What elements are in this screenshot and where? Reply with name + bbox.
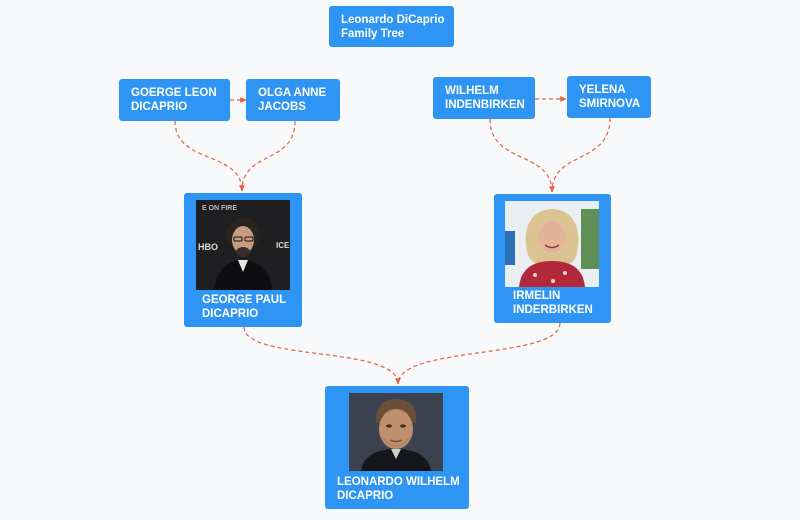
title-line-2: Family Tree xyxy=(341,28,405,40)
node-name-line-2: DICAPRIO xyxy=(131,101,188,113)
node-name-line-1: LEONARDO WILHELM xyxy=(337,476,460,488)
node-name-line-2: JACOBS xyxy=(258,101,306,113)
parent-link-wilhelm xyxy=(489,118,555,193)
svg-text:ICE: ICE xyxy=(276,241,290,250)
node-wilhelm-indenbirken[interactable]: WILHELM INDENBIRKEN xyxy=(433,77,535,119)
node-name-line-2: DICAPRIO xyxy=(337,490,394,502)
node-name-line-2: SMIRNOVA xyxy=(579,98,641,110)
leonardo-photo xyxy=(349,393,443,471)
node-name-line-1: GOERGE LEON xyxy=(131,87,217,99)
node-name-line-1: YELENA xyxy=(579,84,626,96)
svg-text:HBO: HBO xyxy=(198,242,218,252)
parent-link-irmelin xyxy=(397,322,561,385)
node-name-line-1: OLGA ANNE xyxy=(258,87,327,99)
node-name-line-1: IRMELIN xyxy=(513,290,561,302)
node-leonardo-wilhelm-dicaprio[interactable]: LEONARDO WILHELM DICAPRIO xyxy=(325,386,469,509)
parent-link-goerge xyxy=(174,120,245,192)
node-yelena-smirnova[interactable]: YELENA SMIRNOVA xyxy=(567,76,651,118)
node-goerge-leon-dicaprio[interactable]: GOERGE LEON DICAPRIO xyxy=(119,79,230,121)
node-name-line-1: WILHELM xyxy=(445,85,499,97)
node-name-line-2: DICAPRIO xyxy=(202,308,259,320)
node-olga-anne-jacobs[interactable]: OLGA ANNE JACOBS xyxy=(246,79,340,121)
parent-link-yelena xyxy=(551,117,611,193)
parent-link-george-paul xyxy=(243,326,401,385)
node-name-line-1: GEORGE PAUL xyxy=(202,294,287,306)
node-irmelin-inderbirken[interactable]: IRMELIN INDERBIRKEN xyxy=(494,194,611,323)
george-paul-photo: E ON FIRE HBO ICE xyxy=(196,200,290,290)
title-node[interactable]: Leonardo DiCaprio Family Tree xyxy=(329,6,454,47)
node-name-line-2: INDENBIRKEN xyxy=(445,99,525,111)
irmelin-photo xyxy=(505,201,599,287)
title-line-1: Leonardo DiCaprio xyxy=(341,14,445,26)
svg-text:E ON FIRE: E ON FIRE xyxy=(202,205,237,212)
node-name-line-2: INDERBIRKEN xyxy=(513,304,593,316)
node-george-paul-dicaprio[interactable]: E ON FIRE HBO ICE GEORGE PAUL DICAPRIO xyxy=(184,193,302,327)
parent-link-olga xyxy=(241,120,296,192)
